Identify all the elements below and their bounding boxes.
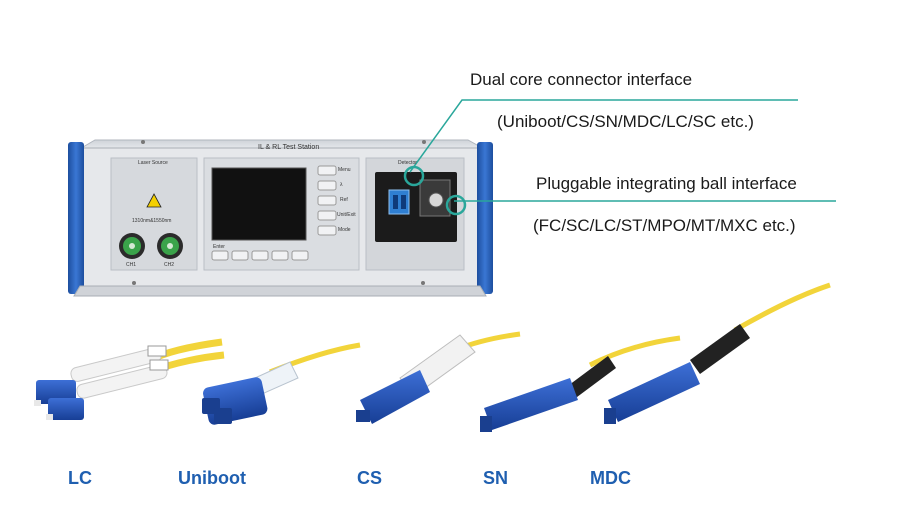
left-frame bbox=[68, 142, 84, 294]
lc-label: LC bbox=[68, 468, 92, 488]
ch1-label: CH1 bbox=[126, 262, 137, 268]
sn-connector-image bbox=[480, 335, 681, 432]
ch2-label: CH2 bbox=[164, 262, 175, 268]
mdc-label: MDC bbox=[590, 468, 631, 488]
enter-button-label: Enter bbox=[213, 244, 225, 250]
uniboot-connector-image bbox=[202, 342, 361, 425]
menu-button-label: Menu bbox=[338, 167, 351, 173]
callout-lines bbox=[403, 99, 836, 216]
laser-warning-icon bbox=[146, 193, 162, 208]
cs-connector-image bbox=[356, 331, 521, 424]
sn-label: SN bbox=[483, 468, 509, 488]
lc-connector-image bbox=[34, 338, 225, 420]
uniboot-label: Uniboot bbox=[178, 468, 246, 488]
wavelength-label: 1310nm&1550nm bbox=[132, 218, 172, 224]
dual-core-types: (Uniboot/CS/SN/MDC/LC/SC etc.) bbox=[497, 112, 754, 131]
cs-label: CS bbox=[357, 468, 383, 488]
test-station-device bbox=[68, 139, 493, 297]
dual-core-title: Dual core connector interface bbox=[470, 70, 693, 89]
lcd-screen bbox=[211, 167, 307, 241]
ref-button-label: Ref bbox=[340, 197, 348, 203]
detector-label: Detector bbox=[398, 160, 417, 166]
device-title: IL & RL Test Station bbox=[258, 144, 320, 151]
laser-source-label: Laser Source bbox=[138, 160, 168, 166]
mode-button-label: Mode bbox=[338, 227, 351, 233]
ball-interface-types: (FC/SC/LC/ST/MPO/MT/MXC etc.) bbox=[533, 216, 796, 235]
lambda-button-label: λ bbox=[340, 182, 343, 188]
right-frame bbox=[477, 142, 493, 294]
mdc-connector-image bbox=[604, 282, 831, 424]
unit-exit-button-label: Unit/Exit bbox=[337, 212, 356, 218]
ball-interface-title: Pluggable integrating ball interface bbox=[536, 174, 797, 193]
